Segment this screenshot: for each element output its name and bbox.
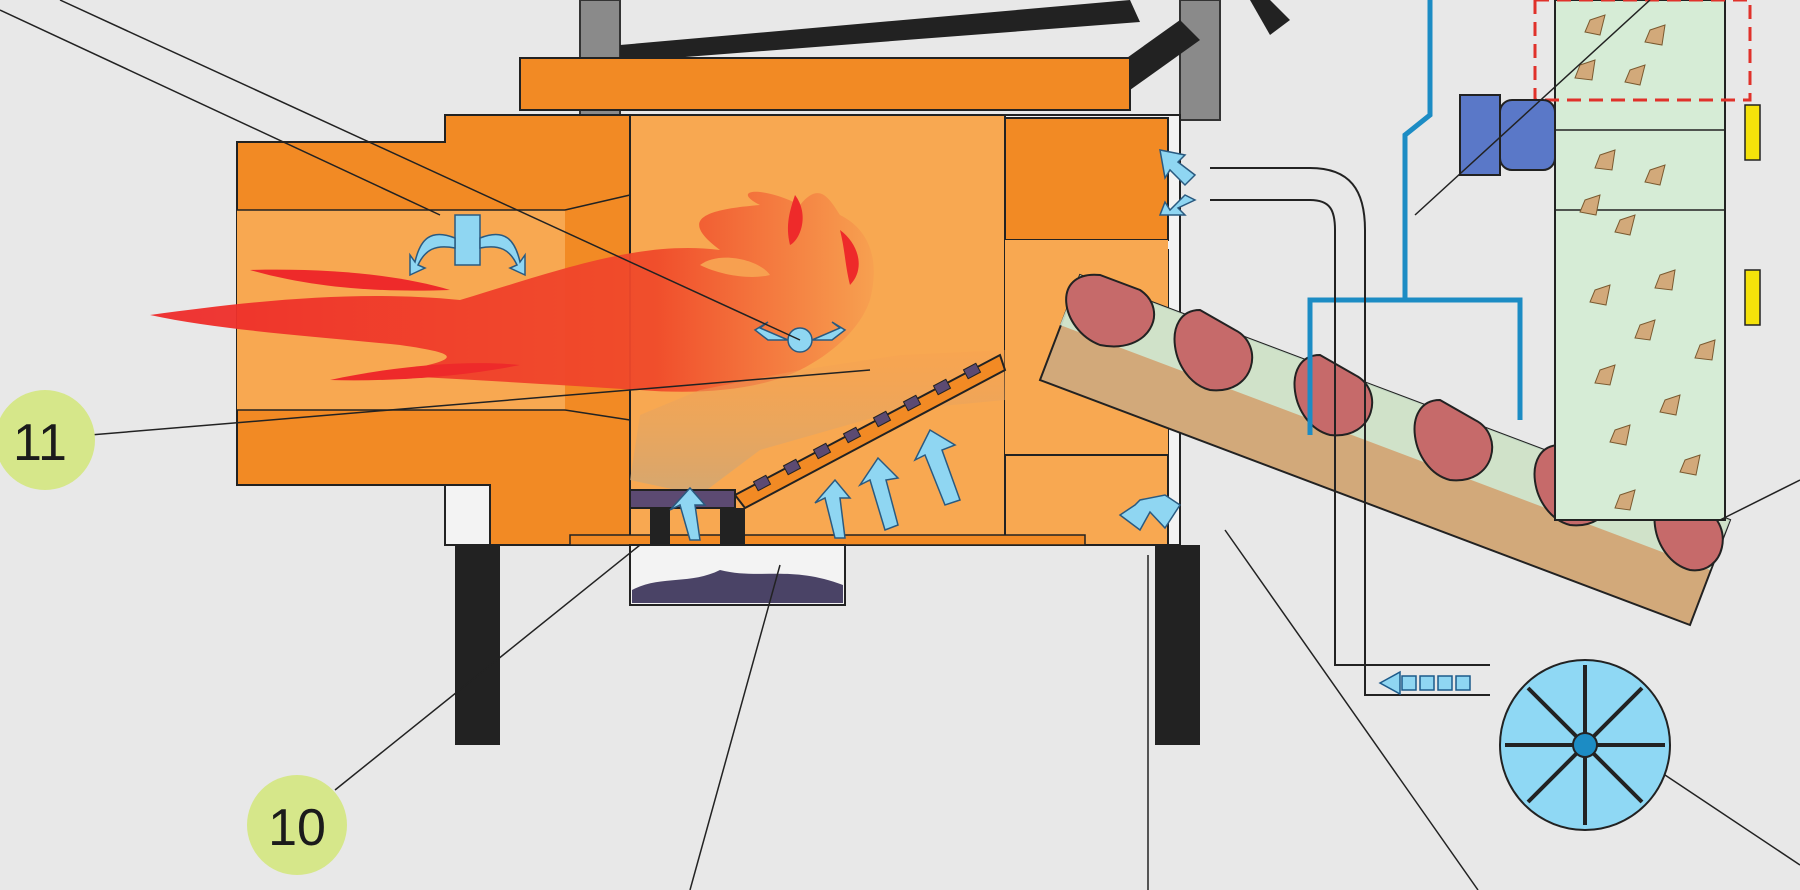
boiler-bottom-plate <box>569 534 1086 546</box>
screw-auger-icon <box>1038 273 1732 627</box>
water-pipe <box>1307 0 1523 435</box>
fan-impeller-icon <box>1499 659 1671 831</box>
ash-box <box>629 544 846 606</box>
callout-11: 11 <box>0 390 95 490</box>
fuel-silo <box>1533 0 1761 521</box>
boiler-top-cover <box>519 57 1131 111</box>
flame-icon <box>150 191 874 392</box>
callout-11-label: 11 <box>13 414 67 472</box>
air-duct-arrow-icon <box>1378 670 1471 696</box>
fuel-bed <box>630 350 1005 495</box>
callout-10: 10 <box>247 775 347 875</box>
boiler-legs <box>455 545 1200 745</box>
air-flow-arrow-icon <box>409 149 1197 541</box>
drive-motor <box>1459 94 1556 176</box>
callout-10-label: 10 <box>268 799 326 857</box>
air-duct <box>1210 167 1490 696</box>
